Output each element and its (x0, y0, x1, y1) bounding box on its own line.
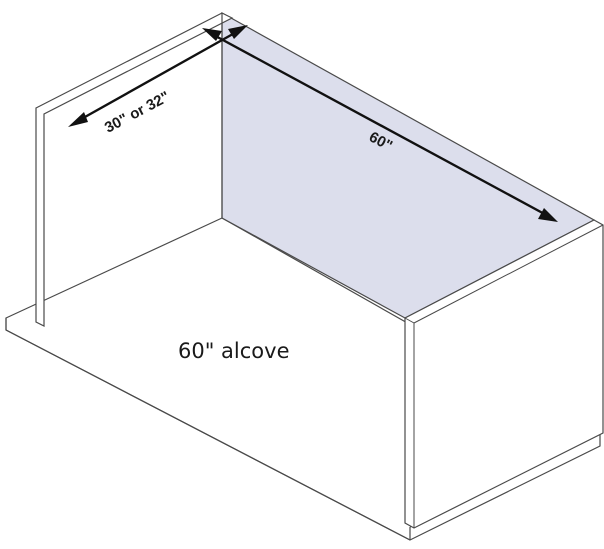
length-dimension-arrow (202, 28, 558, 222)
right-wall (404, 219, 604, 529)
depth-dimension-arrow (68, 25, 248, 127)
caption-background (176, 335, 322, 375)
floor-front-edge (5, 329, 411, 541)
alcove-caption: 60" alcove (178, 339, 290, 363)
depth-label: 30" or 32" (102, 88, 173, 136)
